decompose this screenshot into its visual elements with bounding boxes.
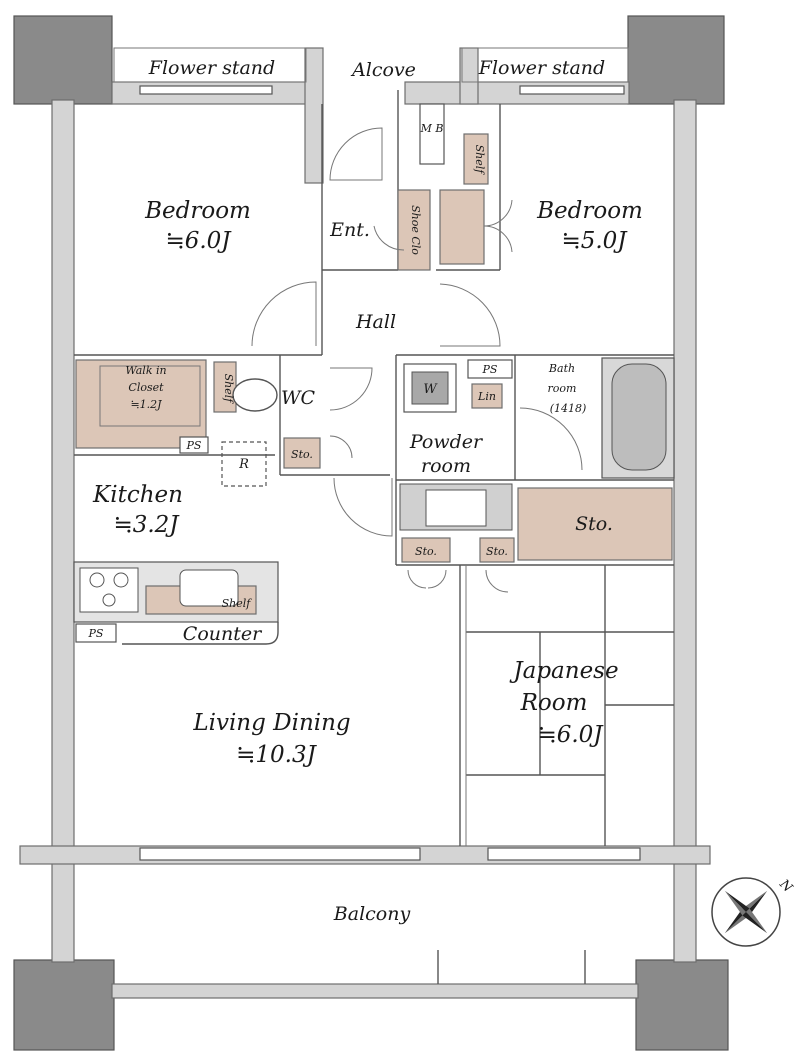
shoe-closet-unit-2 (439, 189, 485, 265)
label-shelf-kitchen: Shelf (222, 597, 253, 610)
alcove-wall-right (459, 47, 479, 105)
label-ent: Ent. (329, 219, 370, 241)
label-living-size: ≒10.3J (236, 742, 317, 768)
window-top-left (139, 85, 273, 95)
kitchen-sink (179, 569, 239, 607)
label-r: R (238, 457, 249, 472)
label-mb: M B (420, 122, 444, 135)
balcony-wall-right (673, 861, 697, 963)
label-living: Living Dining (192, 710, 350, 736)
label-w: W (423, 382, 438, 397)
structure (13, 15, 729, 1051)
counter-edge (122, 622, 279, 645)
compass-needle-north (746, 890, 768, 916)
bathtub (611, 363, 667, 471)
label-walk-in-2: Closet (128, 381, 164, 394)
label-bath-2: room (548, 382, 577, 395)
fixtures (73, 103, 675, 645)
label-japanese-1: Japanese (509, 658, 618, 684)
label-sto-big: Sto. (575, 513, 613, 535)
pillar-bottom-left (13, 959, 115, 1051)
fridge-space (221, 441, 267, 487)
wall-left (51, 99, 75, 851)
label-japanese-2: Room (520, 690, 588, 716)
label-walk-in-size: ≒1.2J (130, 398, 162, 411)
sto-right-unit (479, 537, 515, 563)
label-walk-in-1: Walk in (125, 364, 166, 377)
label-balcony: Balcony (333, 903, 411, 925)
linen-unit (471, 383, 503, 409)
label-flower-stand-left: Flower stand (148, 57, 275, 79)
label-sto-kitchen: Sto. (291, 448, 313, 461)
label-ps-counter: PS (88, 627, 104, 640)
label-shoe-clo: Shoe Clo (409, 205, 422, 255)
label-japanese-size: ≒6.0J (537, 722, 604, 748)
label-powder-1: Powder (409, 431, 484, 453)
stove (79, 567, 139, 613)
window-living (139, 847, 421, 861)
toilet (232, 378, 278, 412)
sto-left-unit (401, 537, 451, 563)
label-shelf-wc: Shelf (222, 374, 235, 405)
label-ps-powder: PS (482, 363, 498, 376)
shelf-right-unit (463, 133, 489, 185)
pillar-top-right (627, 15, 725, 105)
label-hall: Hall (355, 311, 396, 333)
label-wc: WC (281, 387, 316, 409)
label-bath-3: (1418) (550, 402, 587, 415)
walk-in-closet (75, 359, 207, 449)
sto-big-unit (517, 487, 673, 561)
label-alcove: Alcove (350, 59, 416, 81)
partitions (74, 90, 674, 846)
label-shelf-right: Shelf (473, 145, 486, 176)
label-counter: Counter (183, 623, 263, 645)
label-bath-1: Bath (548, 362, 575, 375)
mb-cabinet (419, 103, 445, 165)
ps-wc-box (179, 436, 209, 454)
flower-stand-right-box (461, 47, 629, 83)
compass-north-label: N (776, 876, 796, 896)
shoe-closet-unit (397, 189, 431, 271)
ps-counter-box (75, 623, 117, 643)
wall-right (673, 99, 697, 851)
balcony-wall-left (51, 861, 75, 963)
sto-kitchen-unit (283, 437, 321, 469)
label-flower-stand-right: Flower stand (478, 57, 605, 79)
flower-stand-left-box (113, 47, 307, 83)
label-bedroom-left-size: ≒6.0J (165, 228, 232, 254)
label-bedroom-right-size: ≒5.0J (561, 228, 628, 254)
label-ps-wc: PS (186, 439, 202, 452)
alcove-wall-left (304, 47, 324, 184)
labels: Flower stand Flower stand Alcove M B She… (88, 57, 643, 925)
window-top-right (519, 85, 625, 95)
pillar-top-left (13, 15, 113, 105)
ps-powder-box (467, 359, 513, 379)
sink-basin (425, 489, 487, 527)
label-lin: Lin (477, 390, 496, 403)
label-powder-2: room (421, 455, 471, 477)
label-bedroom-right: Bedroom (536, 198, 643, 224)
label-sto-left: Sto. (415, 545, 437, 558)
label-kitchen: Kitchen (92, 482, 183, 508)
window-japanese (487, 847, 641, 861)
pillar-bottom-right (635, 959, 729, 1051)
balcony-rail (111, 983, 639, 999)
doors (251, 127, 583, 593)
label-kitchen-size: ≒3.2J (113, 512, 180, 538)
compass: N (711, 876, 796, 947)
label-sto-right: Sto. (486, 545, 508, 558)
label-bedroom-left: Bedroom (144, 198, 251, 224)
